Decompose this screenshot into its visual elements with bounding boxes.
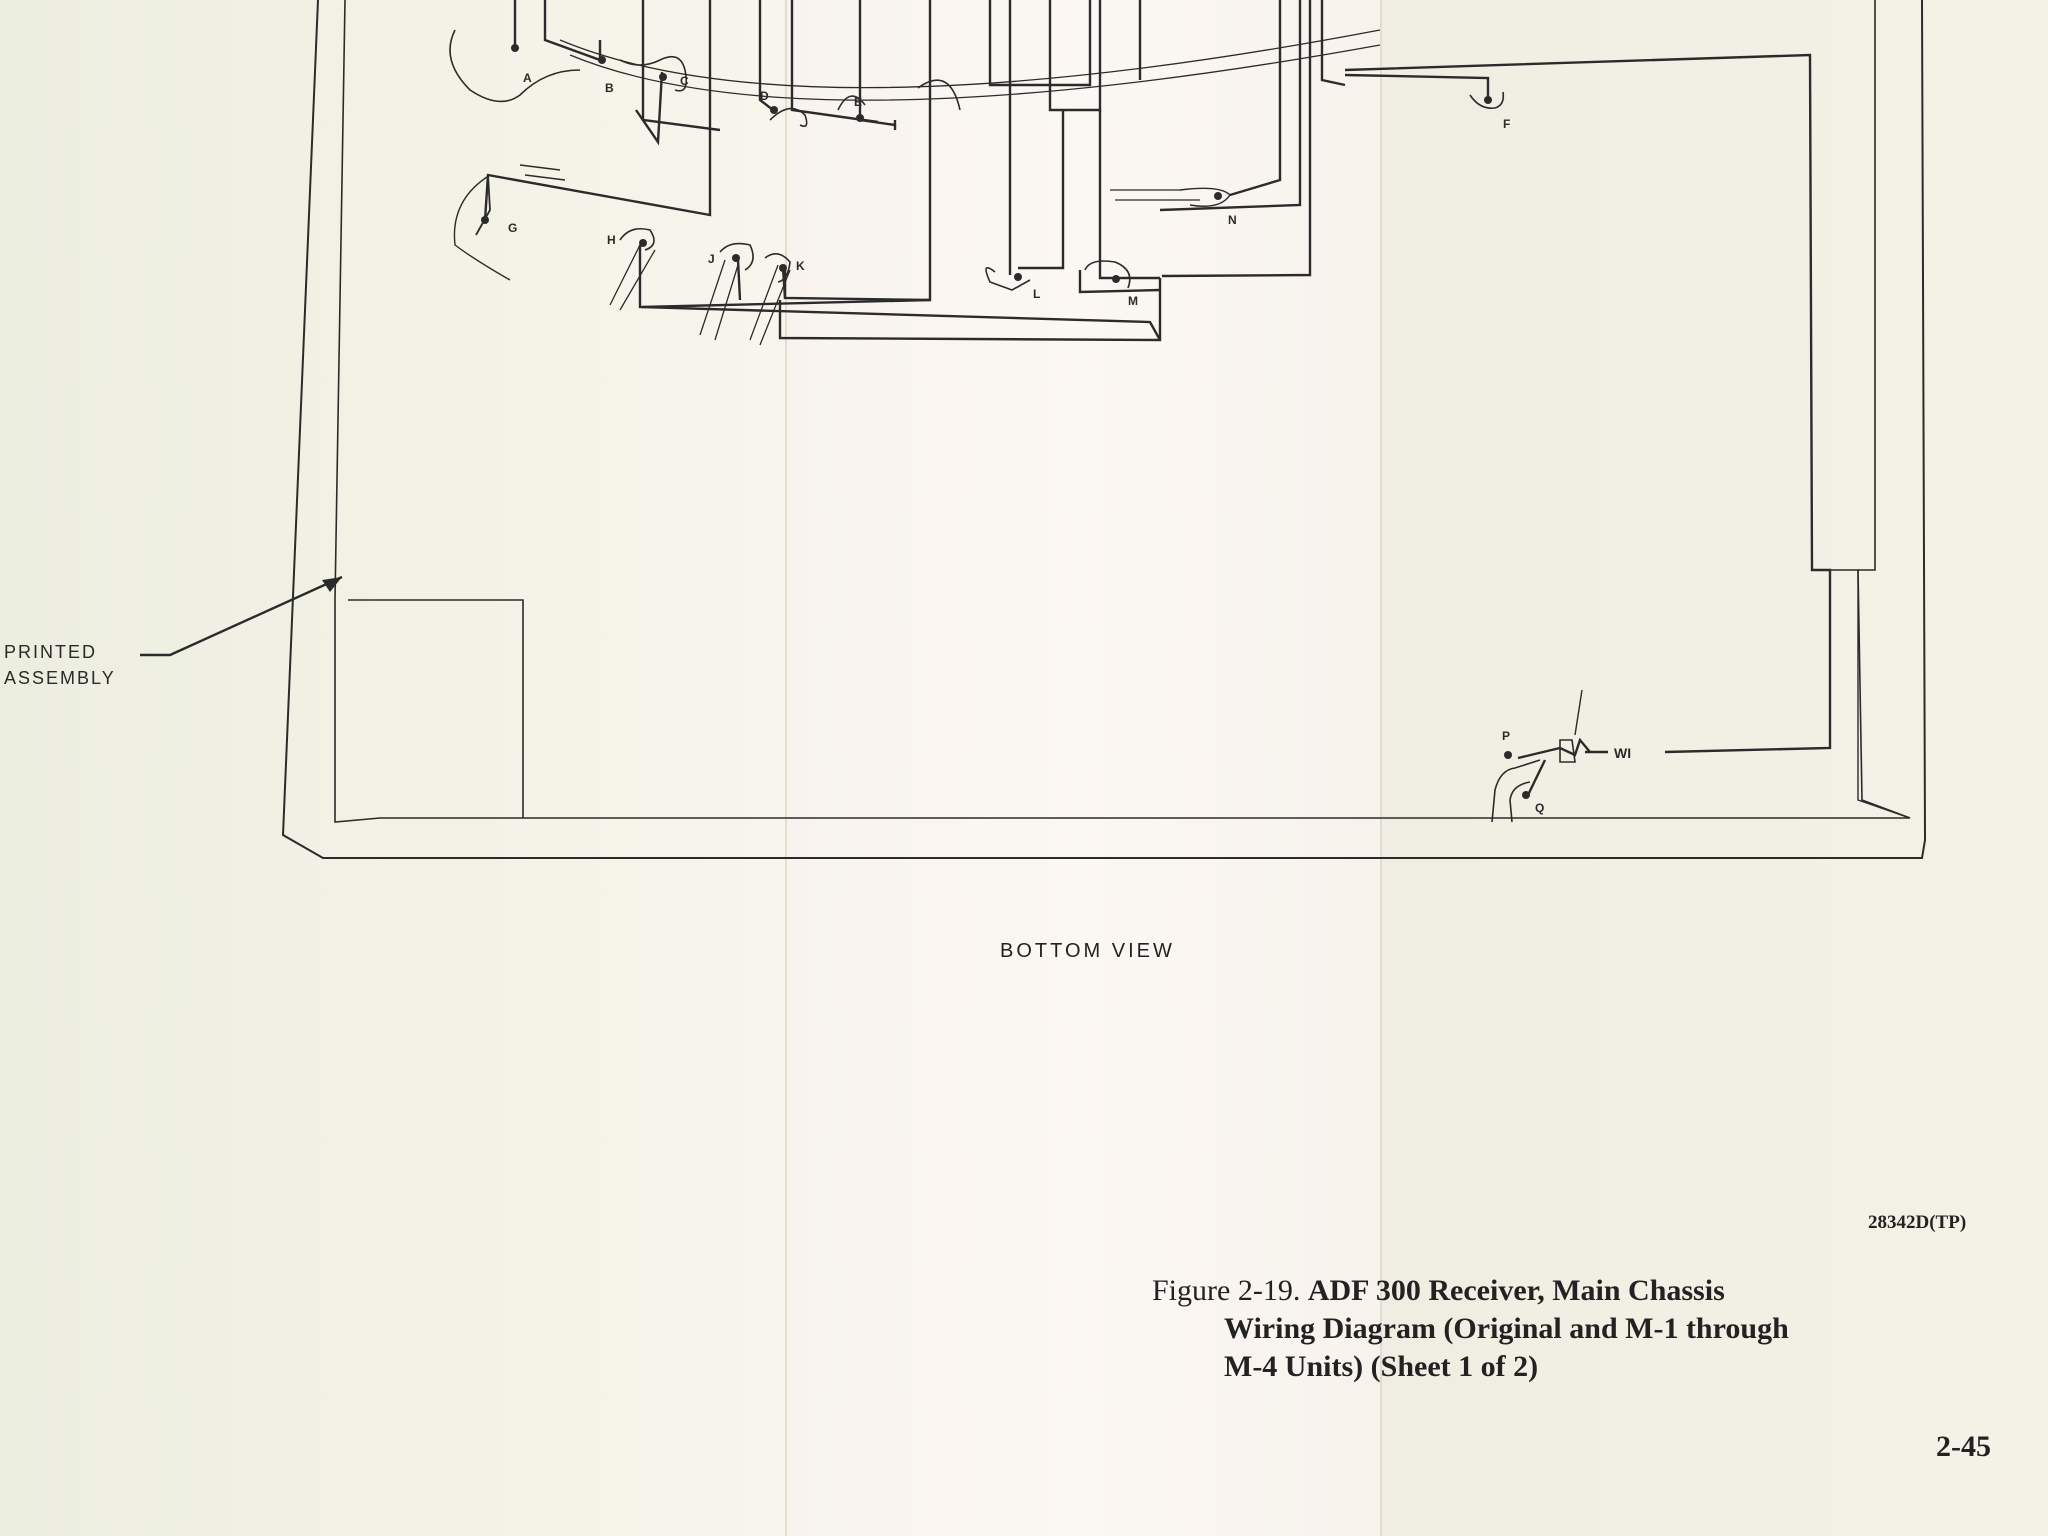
terminal-label-a: A <box>523 71 532 85</box>
middle-page <box>785 0 1380 1536</box>
terminal-label-c: C <box>680 74 689 88</box>
drawing-number: 28342D(TP) <box>1868 1212 1967 1233</box>
callout-assembly: ASSEMBLY <box>4 668 116 688</box>
callout-printed: PRINTED <box>4 642 97 662</box>
view-label: BOTTOM VIEW <box>1000 940 1175 962</box>
page-fold-left <box>785 0 787 1536</box>
terminal-label-n: N <box>1228 213 1237 227</box>
terminal-label-h: H <box>607 233 616 247</box>
terminal-label-g: G <box>508 221 517 235</box>
terminal-label-q: Q <box>1535 801 1544 815</box>
figure-number: Figure 2-19. <box>1152 1274 1301 1307</box>
figure-title: ADF 300 Receiver, Main Chassis <box>1307 1274 1725 1307</box>
terminal-label-e: E <box>854 95 862 109</box>
right-page <box>1380 0 2048 1536</box>
terminal-label-j: J <box>708 252 715 266</box>
page-number: 2-45 <box>1936 1430 1991 1463</box>
terminal-label-k: K <box>796 259 805 273</box>
terminal-label-d: D <box>760 89 769 103</box>
terminal-label-p: P <box>1502 729 1510 743</box>
figure-title-line3: M-4 Units) (Sheet 1 of 2) <box>1224 1350 1539 1383</box>
figure-title-line2: Wiring Diagram (Original and M-1 through <box>1224 1312 1789 1345</box>
terminal-label-m: M <box>1128 294 1138 308</box>
terminal-label-b: B <box>605 81 614 95</box>
terminal-label-l: L <box>1033 287 1040 301</box>
terminal-label-f: F <box>1503 117 1510 131</box>
left-page <box>0 0 785 1536</box>
wire-label-w1: WI <box>1614 745 1631 761</box>
page-fold-right <box>1380 0 1382 1536</box>
figure-caption: Figure 2-19. ADF 300 Receiver, Main Chas… <box>1152 1272 2012 1386</box>
